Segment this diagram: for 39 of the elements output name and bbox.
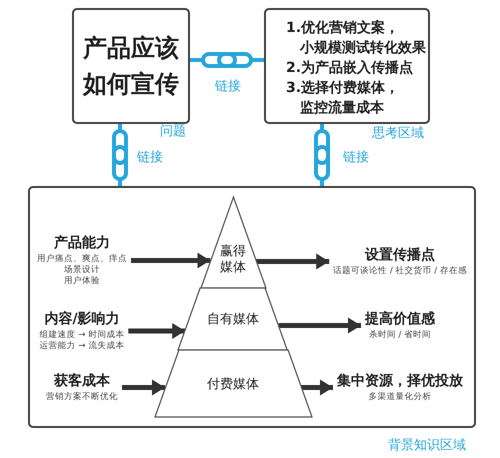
detail-text: 运营能力 → 流失成本: [40, 341, 124, 352]
detail-text: 营销方案不断优化: [46, 392, 118, 403]
edge-label: 链接: [136, 148, 164, 166]
edge-label: 链接: [342, 148, 370, 166]
list-item: 1.优化营销文案，小规模测试转化效果: [286, 18, 426, 58]
pyramid-level: 自有媒体: [178, 288, 288, 350]
chain-link: [190, 52, 264, 68]
question-box: 产品应该如何宣传: [72, 8, 190, 124]
detail-text: 组建速度 → 时间成本: [40, 330, 124, 340]
pyramid-level: 赢得媒体: [200, 197, 266, 288]
heading: 设置传播点: [364, 246, 436, 264]
chain-link: [314, 124, 330, 186]
detail-text: 用户痛点、爽点、痒点: [37, 254, 127, 265]
thinking-box: [264, 8, 430, 124]
detail-text: 场景设计: [63, 265, 101, 276]
heading: 集中资源，择优投放: [337, 372, 463, 390]
heading: 内容/影响力: [43, 310, 121, 328]
arrow: [256, 254, 330, 270]
arrow: [278, 318, 361, 334]
detail-text: 话题可谈论性 / 社交货币 / 存在感: [333, 266, 467, 277]
region-label: 思考区域: [372, 125, 424, 142]
heading: 产品能力: [53, 234, 111, 252]
arrow: [301, 380, 333, 396]
background-panel: [28, 186, 476, 428]
detail-text: 杀时间 / 省时间: [368, 330, 432, 341]
arrow: [122, 380, 165, 396]
list-item: 3.选择付费媒体，监控流量成本: [286, 79, 400, 118]
detail-text: 用户体验: [63, 276, 101, 287]
chain-link: [112, 124, 128, 186]
pyramid-level: 付费媒体: [154, 350, 312, 417]
detail-text: 多渠道量化分析: [368, 392, 432, 403]
heading: 获客成本: [53, 372, 111, 390]
arrow: [131, 252, 210, 268]
heading: 提高价值感: [365, 310, 435, 328]
region-label: 问题: [160, 123, 186, 140]
list-item: 2.为产品嵌入传播点: [286, 59, 414, 78]
edge-label: 链接: [214, 77, 242, 95]
arrow: [128, 323, 186, 339]
region-label: 背景知识区域: [388, 437, 466, 454]
